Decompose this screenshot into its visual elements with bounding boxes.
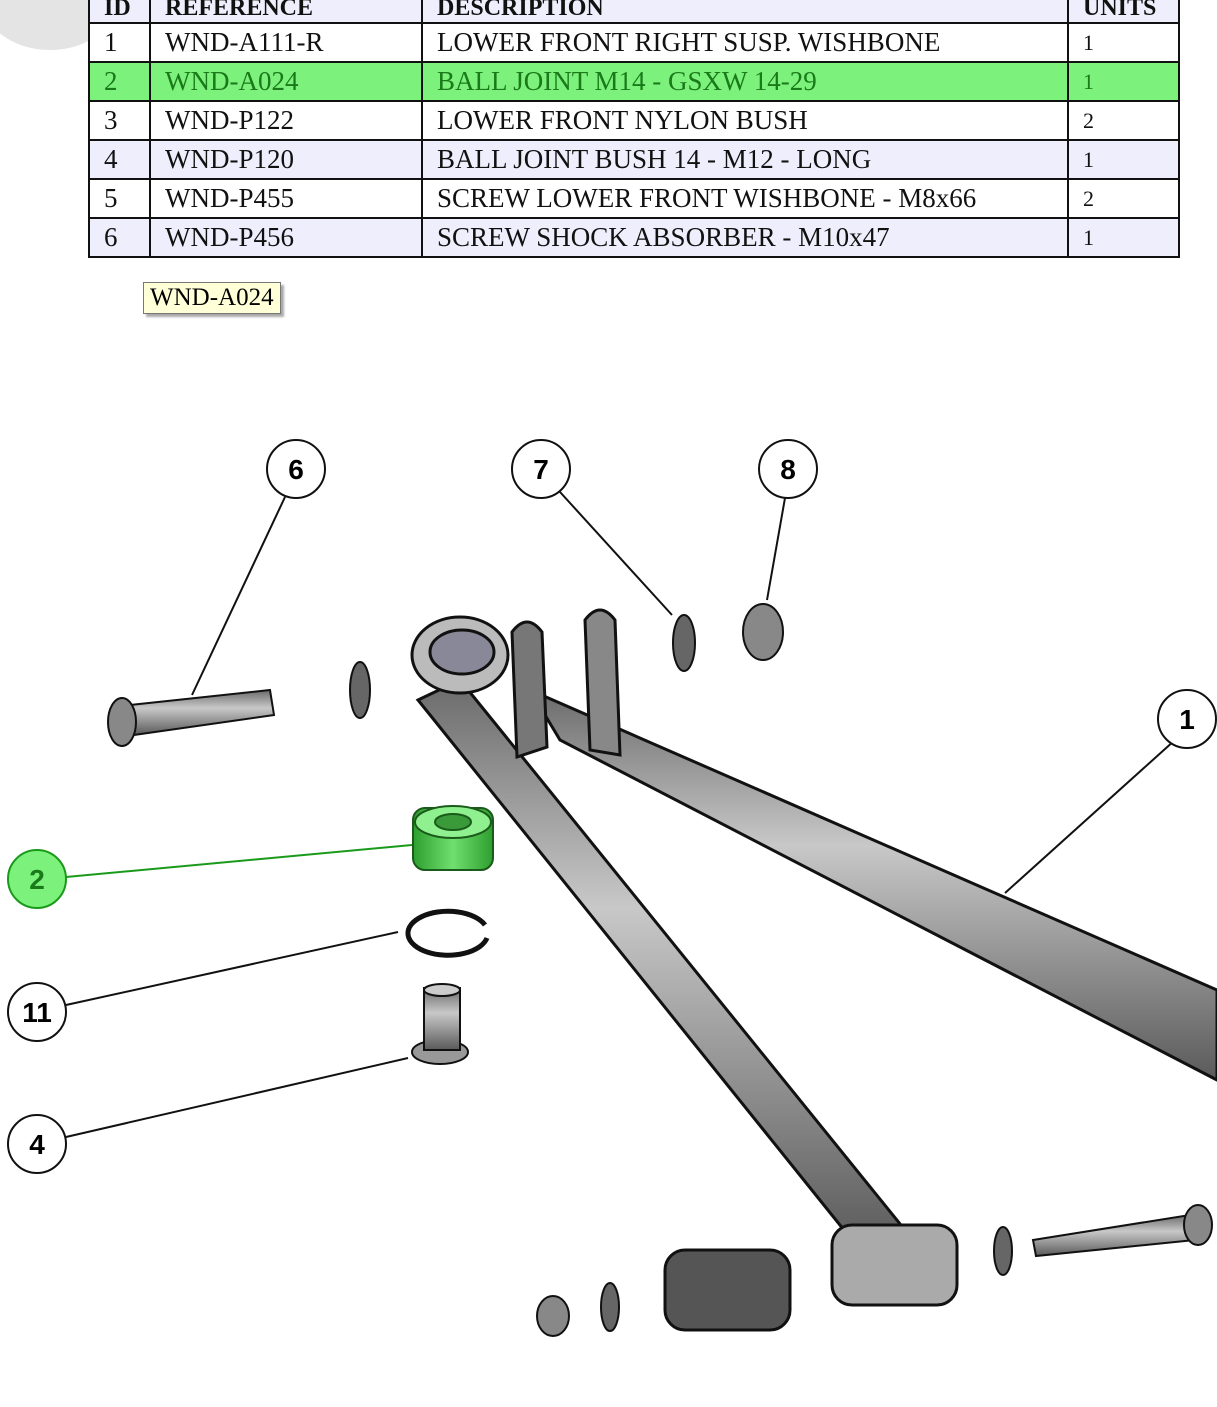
circlip-part[interactable] (405, 908, 490, 958)
header-reference: REFERENCE (149, 0, 423, 24)
cell-id: 4 (88, 139, 151, 180)
callout-4: 4 (7, 1114, 67, 1174)
cell-description: LOWER FRONT RIGHT SUSP. WISHBONE (421, 22, 1069, 63)
tooltip: WND-A024 (143, 282, 281, 314)
ball-joint-part-selected[interactable] (412, 805, 494, 871)
cell-units: 1 (1067, 22, 1180, 63)
header-description: DESCRIPTION (421, 0, 1069, 24)
callout-label: 7 (533, 454, 549, 485)
cell-units: 2 (1067, 100, 1180, 141)
cell-description: BALL JOINT M14 - GSXW 14-29 (421, 61, 1069, 102)
cell-reference: WND-P455 (149, 178, 423, 219)
cell-id: 2 (88, 61, 151, 102)
cell-description: SCREW SHOCK ABSORBER - M10x47 (421, 217, 1069, 258)
callout-label: 8 (780, 454, 796, 485)
cell-description: BALL JOINT BUSH 14 - M12 - LONG (421, 139, 1069, 180)
callout-label: 1 (1179, 704, 1195, 735)
leader-lines (65, 491, 1176, 1138)
callout-11: 11 (7, 982, 67, 1042)
callout-label: 2 (29, 864, 45, 895)
cell-description: LOWER FRONT NYLON BUSH (421, 100, 1069, 141)
cell-id: 6 (88, 217, 151, 258)
callout-1: 1 (1157, 689, 1217, 749)
callout-6: 6 (266, 439, 326, 499)
cell-units: 2 (1067, 178, 1180, 219)
cell-units: 1 (1067, 217, 1180, 258)
cell-reference: WND-P456 (149, 217, 423, 258)
cell-reference: WND-A111-R (149, 22, 423, 63)
callout-8: 8 (758, 439, 818, 499)
callout-7: 7 (511, 439, 571, 499)
header-id: ID (88, 0, 151, 24)
cell-id: 3 (88, 100, 151, 141)
cell-units: 1 (1067, 61, 1180, 102)
screw-6-part[interactable] (107, 661, 371, 747)
callout-label: 11 (22, 997, 52, 1028)
bush-part[interactable] (411, 983, 469, 1065)
cell-reference: WND-A024 (149, 61, 423, 102)
callout-label: 6 (288, 454, 304, 485)
cell-id: 1 (88, 22, 151, 63)
table-header: ID REFERENCE DESCRIPTION UNITS (88, 0, 1180, 24)
cell-reference: WND-P120 (149, 139, 423, 180)
washer-nut-parts[interactable] (536, 603, 1213, 1337)
cell-id: 5 (88, 178, 151, 219)
cell-description: SCREW LOWER FRONT WISHBONE - M8x66 (421, 178, 1069, 219)
cell-reference: WND-P122 (149, 100, 423, 141)
wishbone-part[interactable] (410, 608, 1217, 1332)
callout-label: 4 (29, 1129, 45, 1160)
callout-2-selected: 2 (7, 849, 67, 909)
header-units: UNITS (1067, 0, 1180, 24)
cell-units: 1 (1067, 139, 1180, 180)
